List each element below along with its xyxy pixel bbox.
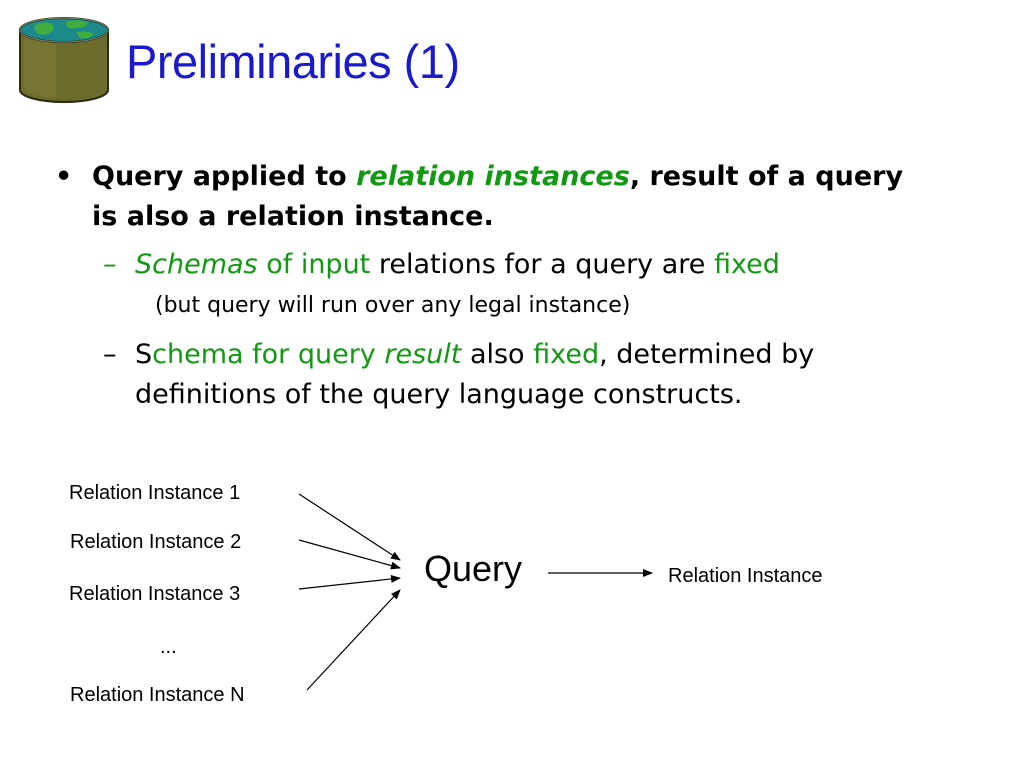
input-relation-3: Relation Instance 3 [69,583,241,605]
letter-s: S [135,339,153,370]
arrow-input-n [306,589,401,691]
bullet-text-part3: , result of a query is also a relation i… [92,161,904,232]
bullet-text-highlight: relation instances [356,161,630,192]
bullet-marker: • [55,161,73,192]
database-globe-icon [19,17,109,103]
sub-bullet-marker: – [103,249,117,280]
input-relation-1: Relation Instance 1 [69,482,241,504]
word-chema-for-query: chema for query [152,339,385,370]
word-schemas: Schemas [135,249,258,280]
sub-bullet-text: Schemas of input relations for a query a… [135,245,925,285]
input-relation-2: Relation Instance 2 [70,531,242,553]
text-determined: , determined by definitions of the query… [135,339,815,410]
output-relation: Relation Instance [668,565,823,587]
arrow-input-2 [298,539,401,570]
query-node: Query [424,548,523,589]
word-fixed: fixed [714,249,780,280]
word-of-input: of input [257,249,371,280]
input-relation-n: Relation Instance N [70,684,245,706]
main-bullet-text: Query applied to relation instances, res… [92,157,932,237]
word-also: also [461,339,534,370]
arrow-input-1 [298,493,401,561]
input-ellipsis: ... [160,636,177,658]
word-result: result [384,339,462,370]
sub-bullet-text: Schema for query result also fixed, dete… [135,335,925,415]
text-relations: relations for a query are [370,249,714,280]
bullet-text-part1: Query applied to [92,161,357,192]
word-fixed: fixed [533,339,600,370]
sub-bullet-note: (but query will run over any legal insta… [155,293,631,318]
page-title: Preliminaries (1) [126,35,460,88]
arrow-input-3 [298,574,401,590]
sub-bullet-marker: – [103,339,117,370]
